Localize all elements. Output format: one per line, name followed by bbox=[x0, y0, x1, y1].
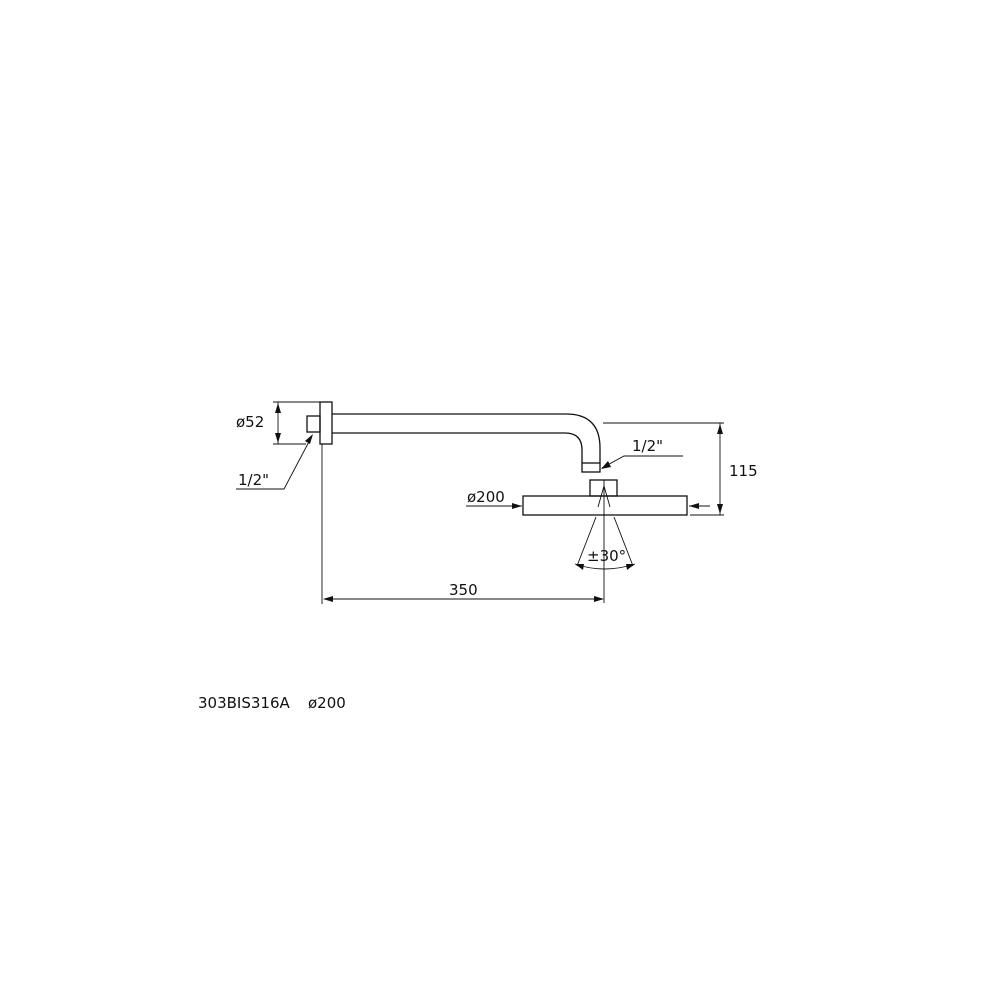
model-size: ø200 bbox=[308, 694, 346, 712]
model-code: 303BIS316A bbox=[198, 694, 290, 712]
head-diameter-label: ø200 bbox=[467, 488, 505, 506]
head-nut bbox=[581, 462, 601, 473]
shower-arm-pipe bbox=[332, 413, 601, 463]
wall-flange bbox=[319, 401, 333, 445]
tilt-angle-label: ±30° bbox=[587, 547, 626, 565]
flange-diameter-dimension bbox=[273, 401, 320, 445]
head-thread-label: 1/2" bbox=[632, 437, 663, 455]
wall-nipple bbox=[306, 415, 321, 433]
flange-diameter-label: ø52 bbox=[236, 413, 264, 431]
wall-thread-label: 1/2" bbox=[238, 471, 269, 489]
wall-thread-leader bbox=[236, 435, 313, 490]
tilt-angle-dimension bbox=[574, 480, 636, 603]
height-label: 115 bbox=[729, 462, 758, 480]
shower-head-disk bbox=[522, 495, 688, 516]
head-thread-leader bbox=[601, 455, 683, 469]
projection-label: 350 bbox=[449, 581, 478, 599]
head-diameter-dimension bbox=[466, 503, 710, 509]
projection-dimension bbox=[321, 444, 604, 604]
height-dimension bbox=[603, 422, 724, 516]
